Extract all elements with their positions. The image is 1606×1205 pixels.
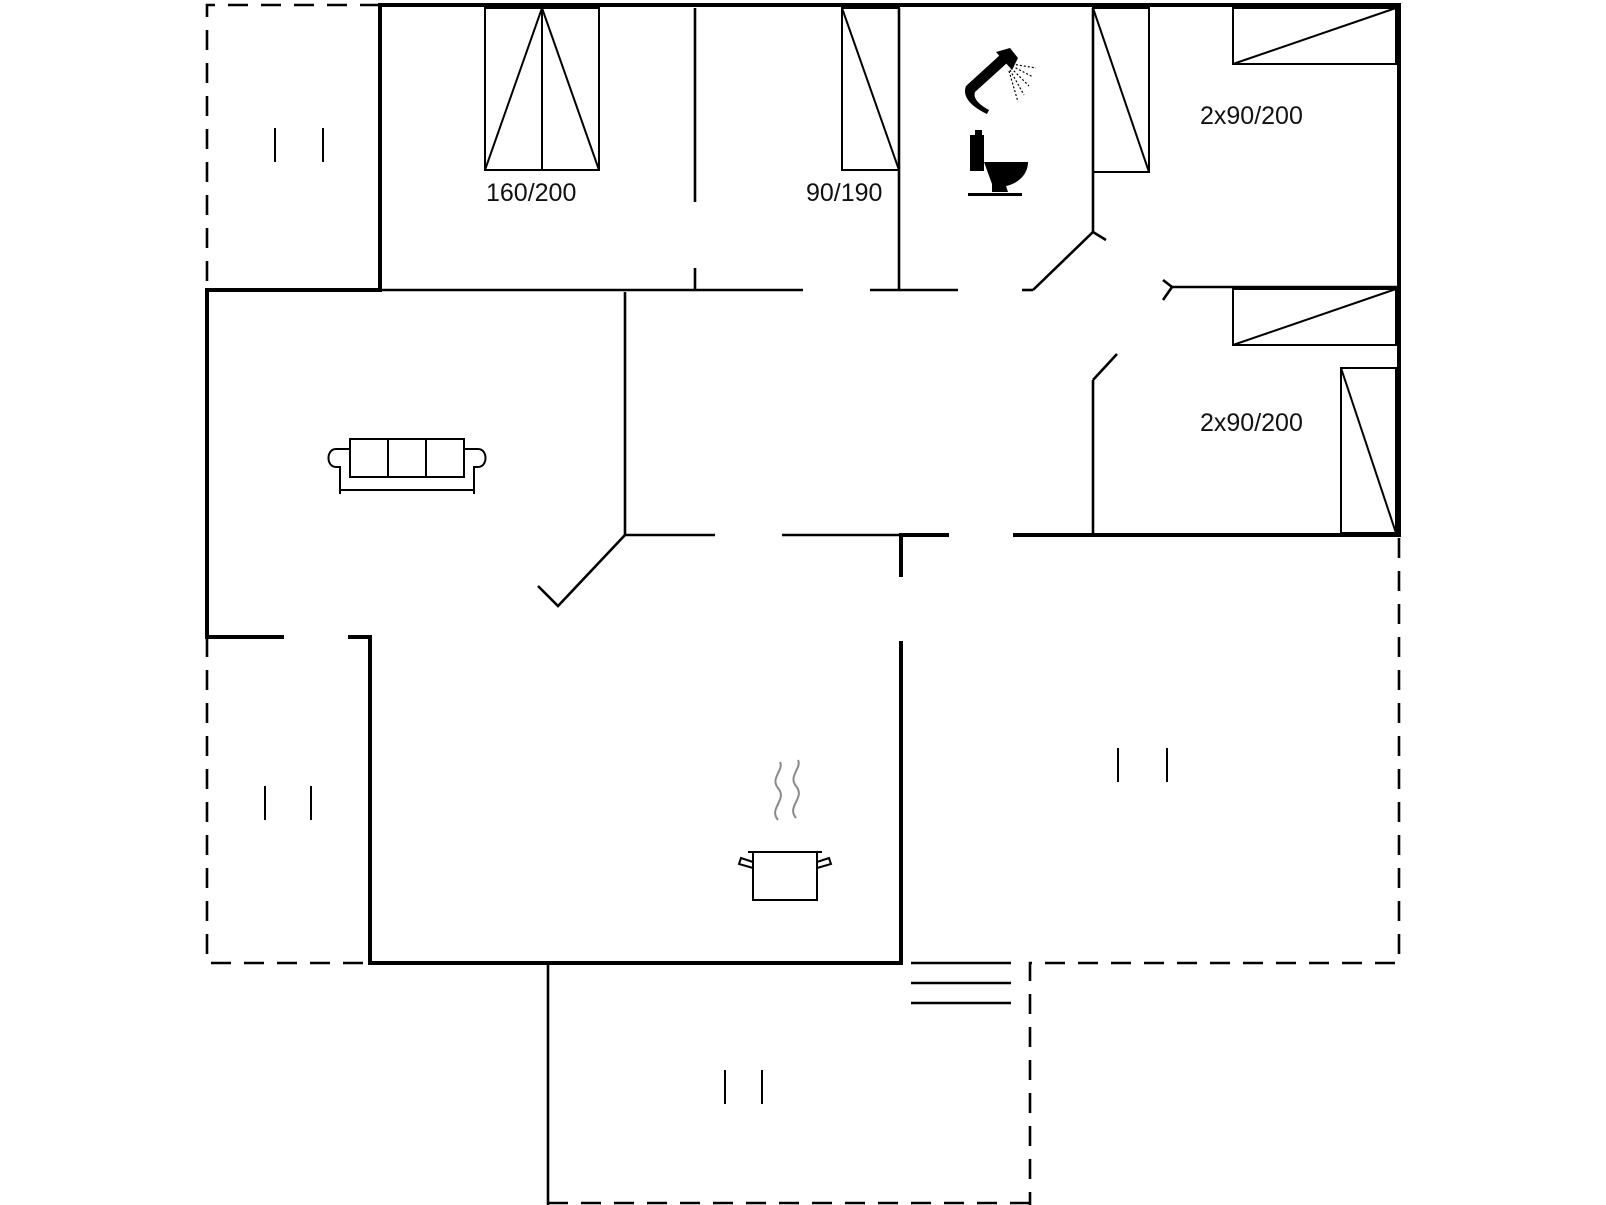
bed-label-2x90-200-bottom: 2x90/200 — [1200, 409, 1303, 437]
bed-single-bath-side — [1092, 7, 1150, 173]
bed-label-160-200: 160/200 — [486, 179, 576, 207]
steps-icon — [911, 961, 1011, 1005]
bed-top-right — [1232, 7, 1397, 65]
terrace-marker-icon — [264, 128, 1168, 1104]
bed-label-2x90-200-top: 2x90/200 — [1200, 102, 1303, 130]
sofa-icon — [327, 438, 487, 494]
exterior-walls — [205, 3, 1401, 1205]
cooking-pot-icon — [737, 759, 833, 901]
bed-double — [484, 4, 600, 171]
interior-walls — [380, 8, 1399, 537]
toilet-icon — [968, 130, 1028, 196]
terrace-outlines — [205, 3, 1401, 1205]
bed-single — [841, 7, 900, 171]
door-swings — [537, 230, 1174, 608]
shower-icon — [964, 48, 1037, 114]
bed-lower-right — [1340, 367, 1397, 534]
bed-label-90-190: 90/190 — [806, 179, 882, 207]
bed-mid-right — [1232, 288, 1397, 346]
